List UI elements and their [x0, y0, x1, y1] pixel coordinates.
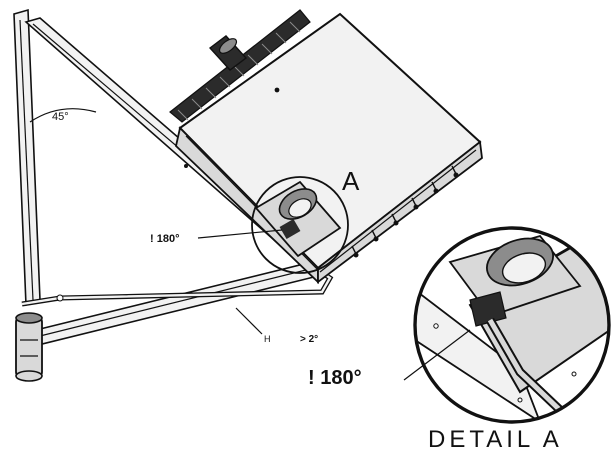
wall-cylinder [15, 312, 43, 382]
bolt-row [351, 165, 459, 258]
angle-leader-small [197, 229, 283, 239]
cooling-fins [169, 9, 311, 123]
slope-label: > 2° [300, 334, 318, 345]
h-mark: H [264, 334, 271, 344]
detail-a [413, 226, 611, 424]
wall-post [13, 8, 41, 307]
angle-label-top: 45° [52, 111, 69, 123]
detail-title: DETAIL A [428, 426, 563, 453]
top-knob [208, 35, 248, 71]
bottom-arm [34, 261, 320, 345]
angle-label-detail: ! 180° [308, 367, 362, 389]
detail-circle-small [251, 176, 349, 274]
h-leader [235, 307, 263, 335]
angle-leader-detail [403, 329, 471, 381]
callout-a-label: A [342, 166, 360, 196]
unit-body [175, 12, 483, 285]
outlet-housing [254, 180, 342, 258]
angle-label-small: ! 180° [150, 233, 179, 245]
angle-arc [29, 108, 97, 123]
